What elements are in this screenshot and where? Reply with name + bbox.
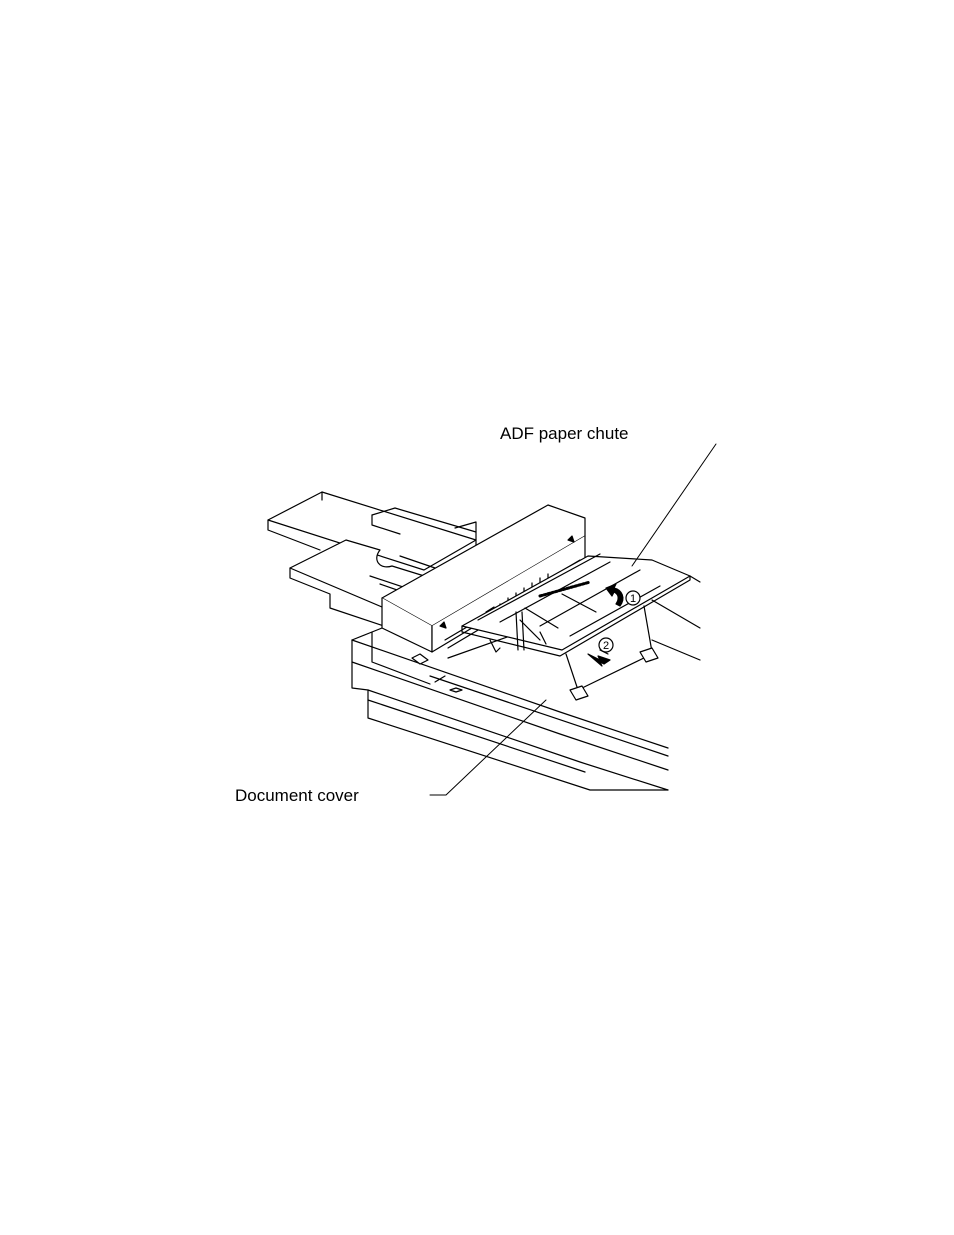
flatbed-base bbox=[352, 636, 668, 790]
adf-leader-line bbox=[632, 444, 716, 566]
adf-paper-chute-label: ADF paper chute bbox=[500, 424, 629, 444]
pull-arrow-icon bbox=[588, 654, 610, 666]
document-leader-line bbox=[430, 700, 546, 795]
document-cover-label: Document cover bbox=[235, 786, 359, 806]
step-2-number: 2 bbox=[603, 640, 609, 652]
step-1-number: 1 bbox=[630, 593, 636, 605]
